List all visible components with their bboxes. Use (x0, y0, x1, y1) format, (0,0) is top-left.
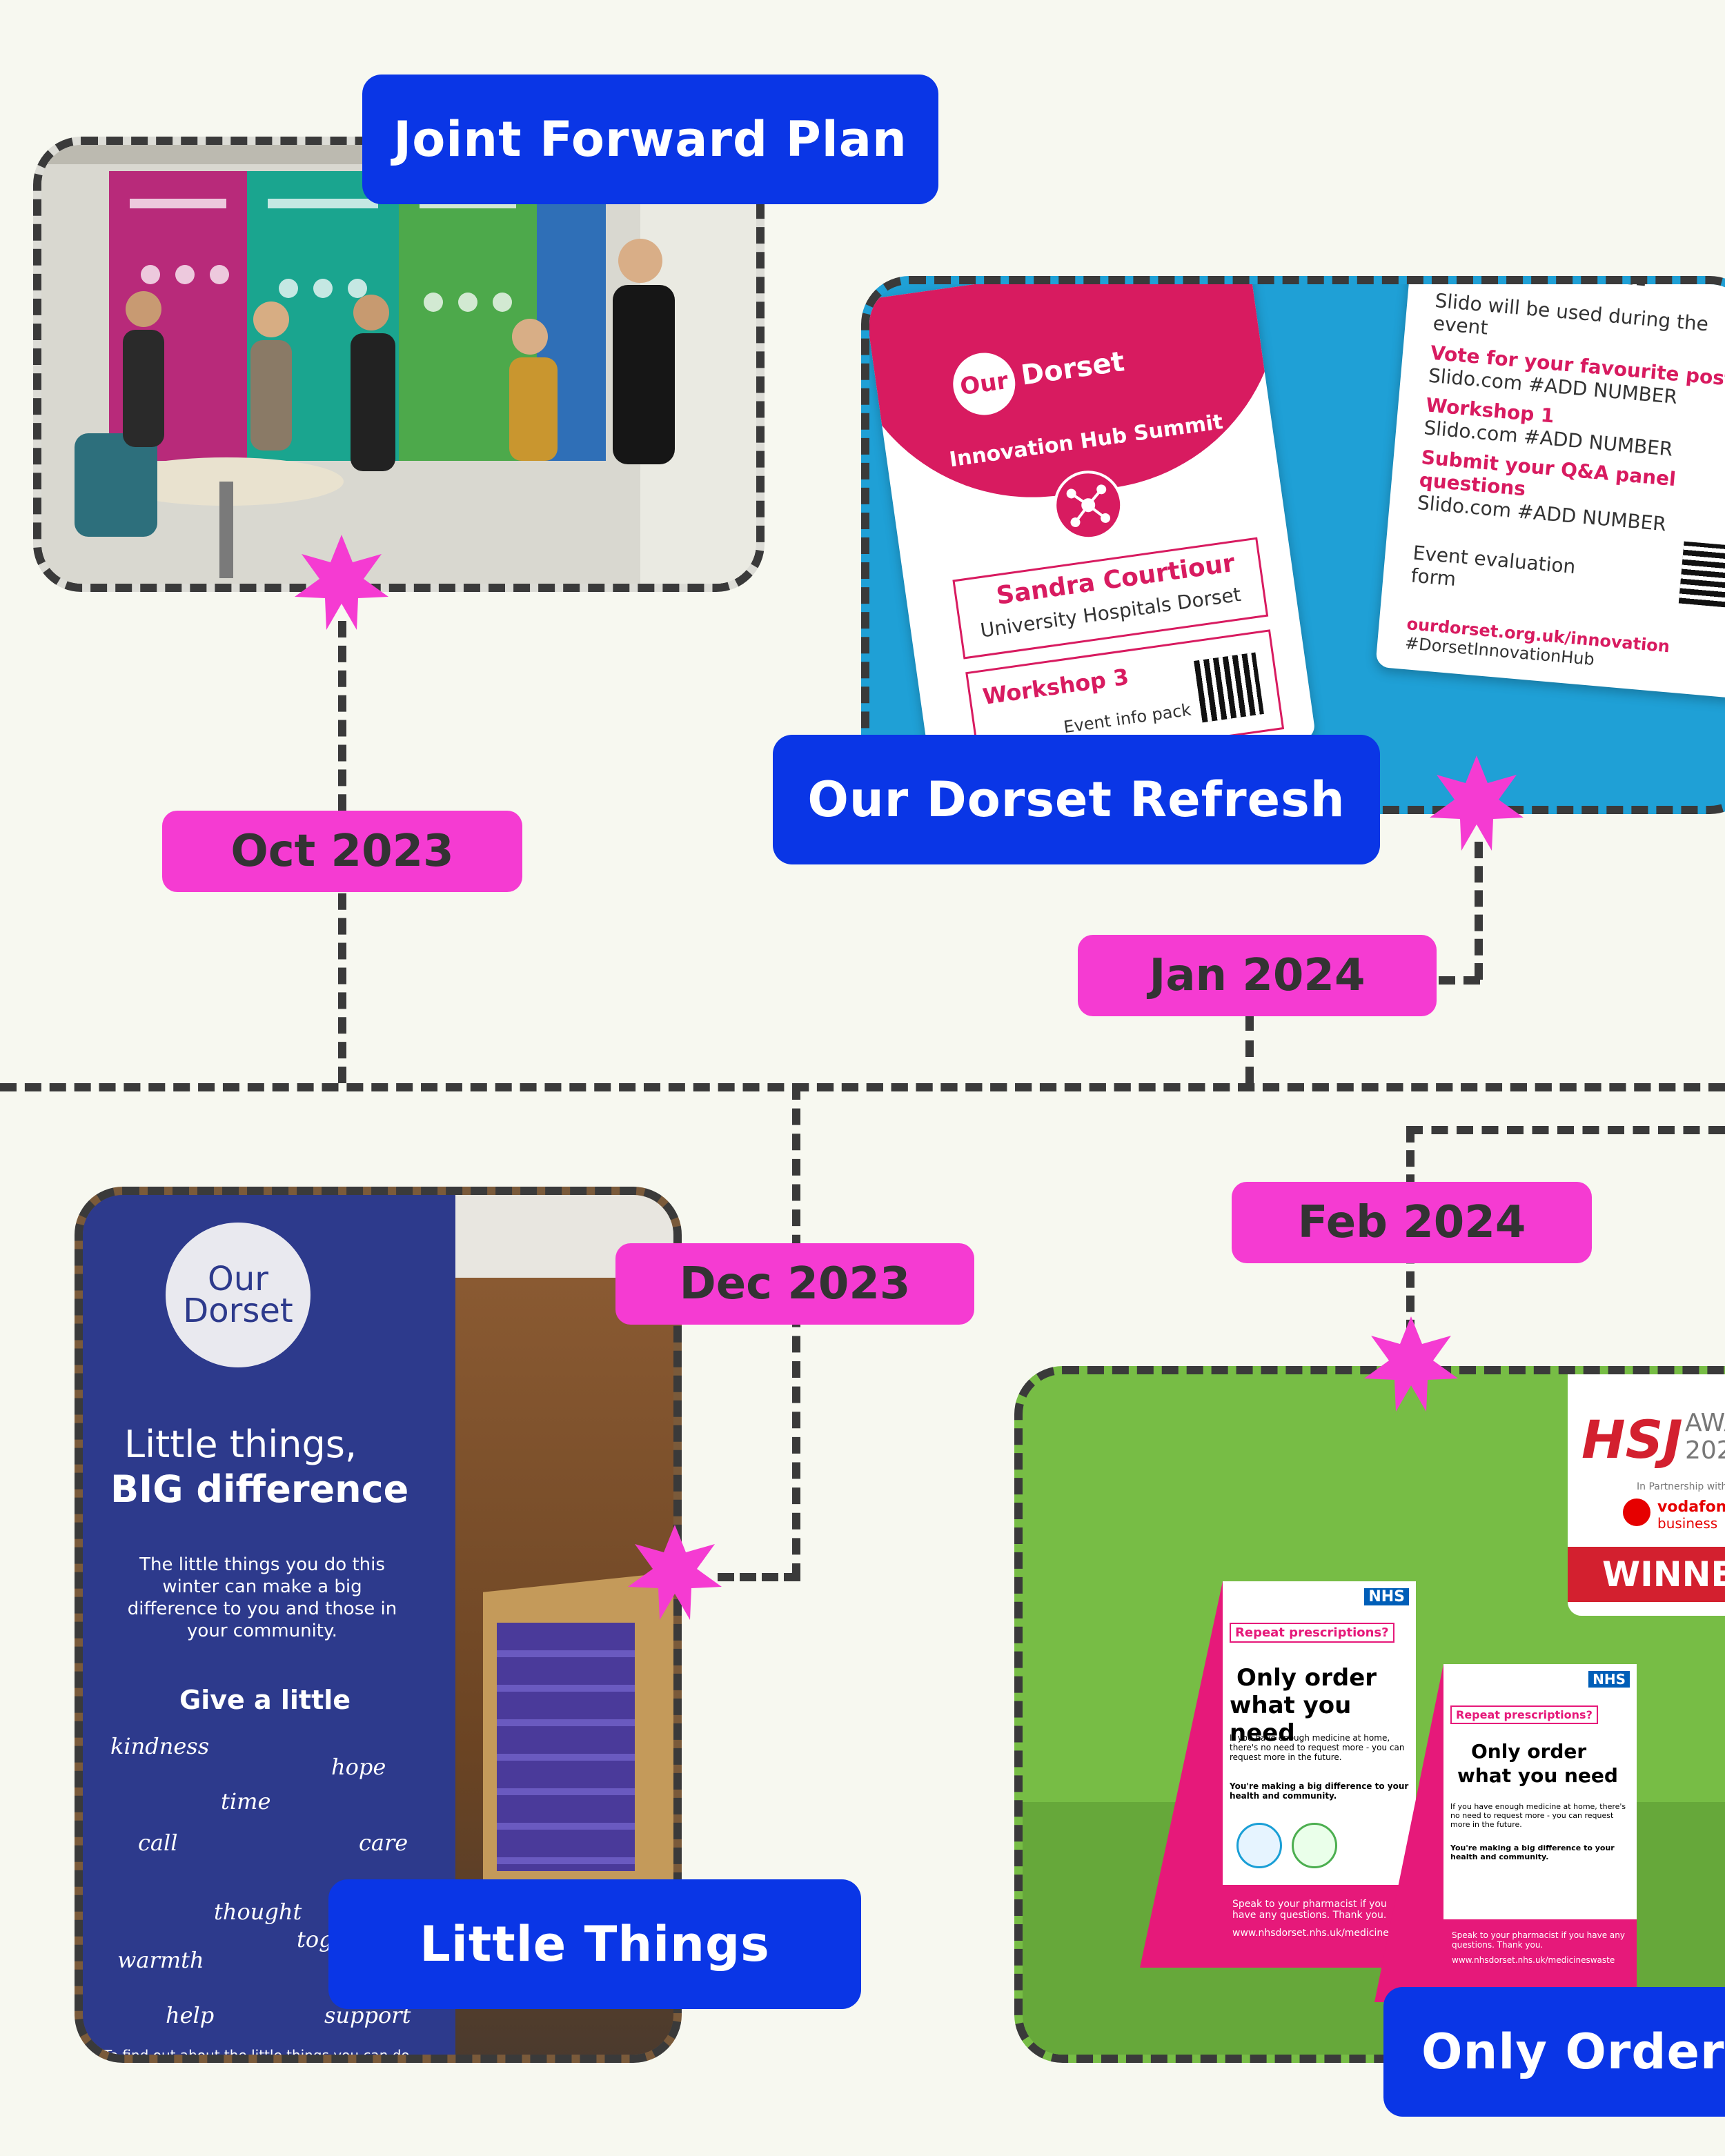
hsj-award-card: HSJ AWA 202 In Partnership with vodafone… (1568, 1374, 1725, 1616)
nhs-logo-icon: NHS (1364, 1588, 1409, 1605)
tent-speak: Speak to your pharmacist if you have any… (1232, 1899, 1387, 1921)
banner-word-warmth: warmth (117, 1947, 204, 1973)
qr-code-icon (1194, 652, 1264, 723)
banner-word-tog: tog (297, 1926, 333, 1952)
event-badge-back: Password: Museum21 Slido will be used du… (1375, 284, 1725, 701)
banner-headline-2: BIG difference (110, 1467, 409, 1511)
tent-headline-2-small: what you need (1457, 1764, 1618, 1787)
star-marker-icon (1364, 1316, 1458, 1412)
banner-body: The little things you do this winter can… (127, 1554, 397, 1641)
hsj-year: 202 (1685, 1436, 1725, 1465)
hsj-awards: AWA (1685, 1409, 1725, 1437)
tent-repeat-small: Repeat prescriptions? (1450, 1705, 1598, 1724)
vodafone-label: vodafone (1657, 1499, 1725, 1516)
our-dorset-refresh-photo: Our Dorset Innovation Hub Summit Sandra … (861, 276, 1725, 814)
connector-dec-2023-end (718, 1573, 800, 1581)
banner-word-kindness: kindness (110, 1733, 210, 1759)
connector-jan-2024 (1245, 1014, 1254, 1083)
connector-dec-2023 (792, 1083, 800, 1580)
tent-diff: You're making a big difference to your h… (1230, 1781, 1409, 1801)
little-things-photo: Our Dorset Little things, BIG difference… (75, 1187, 682, 2063)
network-icon (1054, 471, 1123, 540)
banner-give: Give a little (179, 1685, 351, 1715)
connector-jan-2024-up (1475, 842, 1483, 980)
banner-logo-dorset: Dorset (183, 1292, 293, 1330)
nhs-logo-icon: NHS (1588, 1671, 1630, 1688)
badge-evaluation: Event evaluation form (1410, 541, 1577, 591)
only-order-photo: HSJ AWA 202 In Partnership with vodafone… (1014, 1366, 1725, 2063)
joint-forward-plan-photo (33, 137, 765, 592)
banner-word-thought: thought (214, 1899, 302, 1925)
our-dorset-refresh-title: Our Dorset Refresh (773, 735, 1380, 864)
tent-card-small: NHS Repeat prescriptions? Only order wha… (1374, 1664, 1637, 2002)
tent-headline-1-small: Only order (1471, 1740, 1587, 1763)
tent-speak-small: Speak to your pharmacist if you have any… (1452, 1930, 1625, 1950)
dec-2023-date: Dec 2023 (615, 1243, 974, 1325)
only-order-title: Only Order W (1383, 1987, 1725, 2117)
star-marker-icon (628, 1525, 722, 1620)
jan-2024-date: Jan 2024 (1078, 935, 1437, 1016)
banner-word-hope: hope (331, 1754, 386, 1780)
tent-url: www.nhsdorset.nhs.uk/medicineswaste (1232, 1928, 1423, 1939)
connector-dec-2023-top (792, 1083, 1725, 1091)
banner-logo-our: Our (208, 1260, 268, 1298)
qr-code-icon (1678, 541, 1725, 609)
tent-repeat: Repeat prescriptions? (1230, 1623, 1394, 1643)
hsj-partner: In Partnership with (1637, 1481, 1725, 1492)
joint-forward-plan-title: Joint Forward Plan (362, 75, 938, 204)
banner-word-care: care (359, 1830, 408, 1856)
tent-url-small: www.nhsdorset.nhs.uk/medicineswaste (1452, 1955, 1615, 1965)
oct-2023-date: Oct 2023 (162, 811, 522, 892)
tent-card-large: NHS Repeat prescriptions? Only order wha… (1140, 1581, 1423, 1968)
banner-footer: To find out about the little things you … (103, 2047, 410, 2063)
little-things-title: Little Things (328, 1879, 861, 2009)
tent-headline-2: what you need (1230, 1692, 1352, 1747)
connector-feb-2024-top (1406, 1126, 1725, 1134)
hsj-logo: HSJ (1581, 1409, 1683, 1470)
connector-jan-2024-h (1439, 976, 1480, 985)
winner-banner: WINNE (1568, 1547, 1725, 1602)
banner-headline-1: Little things, (124, 1423, 357, 1466)
feb-2024-date: Feb 2024 (1232, 1182, 1592, 1263)
tent-headline-1: Only order (1236, 1664, 1377, 1692)
event-badge-front: Our Dorset Innovation Hub Summit Sandra … (869, 284, 1317, 792)
banner-word-call: call (138, 1830, 178, 1856)
tent-diff-small: You're making a big difference to your h… (1450, 1843, 1615, 1861)
star-marker-icon (295, 535, 388, 630)
star-marker-icon (1430, 755, 1524, 851)
vodafone-business: business (1657, 1515, 1718, 1532)
tent-body-small: If you have enough medicine at home, the… (1450, 1802, 1626, 1829)
banner-word-time: time (221, 1788, 271, 1814)
tent-body: If you have enough medicine at home, the… (1230, 1733, 1405, 1762)
banner-word-help: help (166, 2002, 215, 2028)
